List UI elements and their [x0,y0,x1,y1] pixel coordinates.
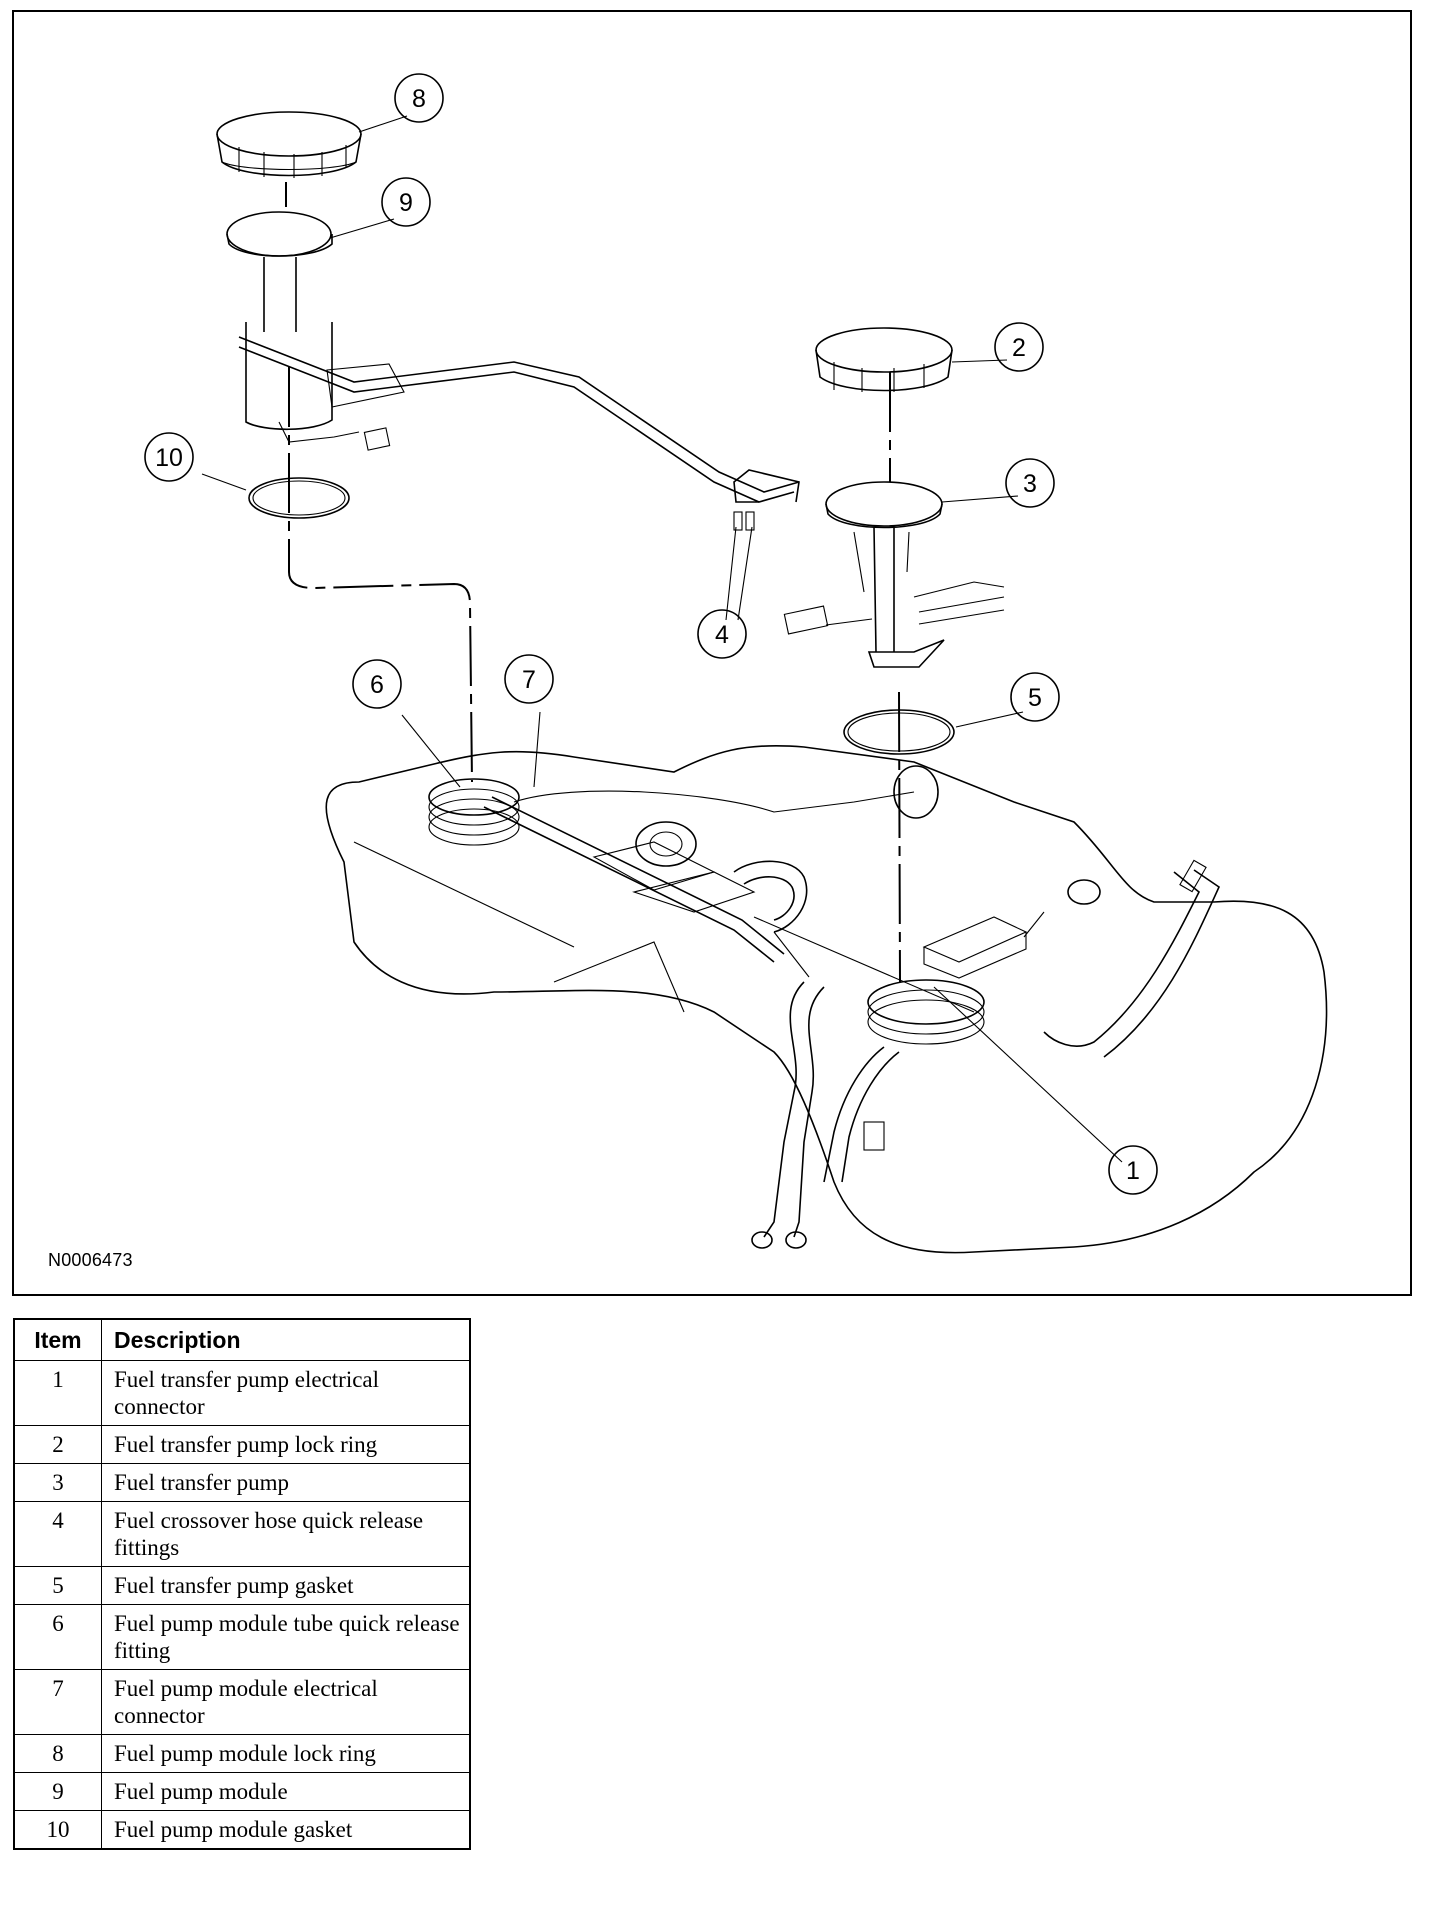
item-number: 5 [13,1566,102,1605]
figure-code: N0006473 [48,1250,133,1270]
svg-text:7: 7 [522,666,536,694]
item-number: 9 [13,1772,102,1811]
item-description: Fuel transfer pump lock ring [101,1425,471,1464]
svg-text:2: 2 [1012,334,1026,362]
svg-text:1: 1 [1126,1157,1140,1185]
alignment-axis-module-lower [288,367,473,783]
column-header-description: Description [101,1318,471,1361]
item-description: Fuel pump module [101,1772,471,1811]
item-description: Fuel crossover hose quick release fittin… [101,1501,471,1567]
item-description: Fuel pump module lock ring [101,1734,471,1773]
item-description: Fuel pump module gasket [101,1810,471,1850]
leader-lines [201,115,1123,1163]
item-number: 8 [13,1734,102,1773]
item-description: Fuel transfer pump gasket [101,1566,471,1605]
svg-text:10: 10 [155,444,183,472]
callout-2: 2 [994,322,1044,372]
callout-7: 7 [504,654,554,704]
svg-text:5: 5 [1028,684,1042,712]
exploded-diagram-figure: 1 2 3 4 5 6 7 8 [12,10,1412,1296]
item-description: Fuel pump module electrical connector [101,1669,471,1735]
item-number: 2 [13,1425,102,1464]
item-number: 3 [13,1463,102,1502]
fuel-tank-drawing [325,744,1328,1254]
callout-10: 10 [144,432,194,482]
svg-text:4: 4 [715,621,729,649]
fuel-transfer-pump-drawing [783,481,1005,755]
item-description: Fuel transfer pump electrical connector [101,1360,471,1426]
fuel-pump-module-drawing [226,211,800,531]
svg-text:6: 6 [370,671,384,699]
svg-text:9: 9 [399,189,413,217]
item-number: 7 [13,1669,102,1735]
item-number: 1 [13,1360,102,1426]
svg-text:8: 8 [412,85,426,113]
svg-text:3: 3 [1023,470,1037,498]
callout-6: 6 [352,659,402,709]
callout-8: 8 [394,73,444,123]
fuel-transfer-pump-lock-ring-drawing [815,327,953,392]
callout-9: 9 [381,177,431,227]
item-number: 4 [13,1501,102,1567]
column-header-item: Item [13,1318,102,1361]
callout-5: 5 [1010,672,1060,722]
table-header-row: Item Description [13,1318,471,1361]
fuel-pump-module-lock-ring-drawing [216,111,362,178]
item-description: Fuel pump module tube quick release fitt… [101,1604,471,1670]
callout-4: 4 [697,609,747,659]
callout-3: 3 [1005,458,1055,508]
fuel-system-diagram: 1 2 3 4 5 6 7 8 [144,73,1328,1254]
item-number: 6 [13,1604,102,1670]
item-description: Fuel transfer pump [101,1463,471,1502]
item-number: 10 [13,1810,102,1850]
alignment-axis-transfer-lower [898,691,901,983]
callout-1: 1 [1108,1145,1158,1195]
